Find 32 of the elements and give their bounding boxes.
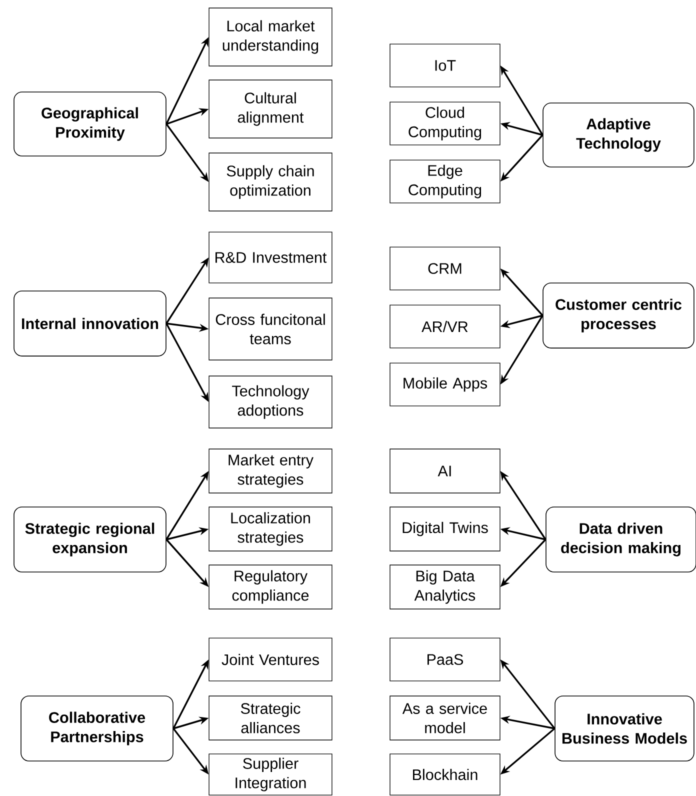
- item-box: Joint Ventures: [208, 638, 332, 682]
- item-box: Strategic alliances: [208, 696, 332, 740]
- item-box: Digital Twins: [390, 506, 500, 552]
- category-box: Data driven decision making: [546, 506, 696, 572]
- category-box: Internal innovation: [14, 290, 166, 356]
- item-box: Supply chain optimization: [208, 152, 332, 212]
- item-box: Technology adoptions: [208, 376, 332, 428]
- item-box: AR/VR: [390, 304, 500, 348]
- item-box: Edge Computing: [390, 160, 500, 204]
- item-box: R&D Investment: [208, 232, 332, 284]
- item-box: Localization strategies: [208, 506, 332, 552]
- item-box: Local market understanding: [208, 8, 332, 66]
- item-box: Blockhain: [390, 754, 500, 796]
- category-box: Strategic regional expansion: [14, 506, 166, 572]
- item-box: Big Data Analytics: [390, 564, 500, 610]
- category-box: Adaptive Technology: [542, 102, 694, 168]
- item-box: Supplier Integration: [208, 754, 332, 796]
- item-box: CRM: [390, 246, 500, 290]
- item-box: Cross funcitonal teams: [208, 298, 332, 360]
- category-box: Customer centric processes: [542, 282, 694, 348]
- item-box: Mobile Apps: [390, 362, 500, 406]
- item-box: Regulatory compliance: [208, 564, 332, 610]
- category-box: Innovative Business Models: [554, 696, 694, 762]
- category-box: Geographical Proximity: [14, 92, 166, 156]
- item-box: PaaS: [390, 638, 500, 682]
- item-box: AI: [390, 448, 500, 494]
- item-box: As a service model: [390, 696, 500, 740]
- item-box: Cultural alignment: [208, 80, 332, 138]
- item-box: Market entry strategies: [208, 448, 332, 494]
- item-box: IoT: [390, 44, 500, 88]
- item-box: Cloud Computing: [390, 102, 500, 146]
- category-box: Collaborative Partnerships: [20, 696, 174, 762]
